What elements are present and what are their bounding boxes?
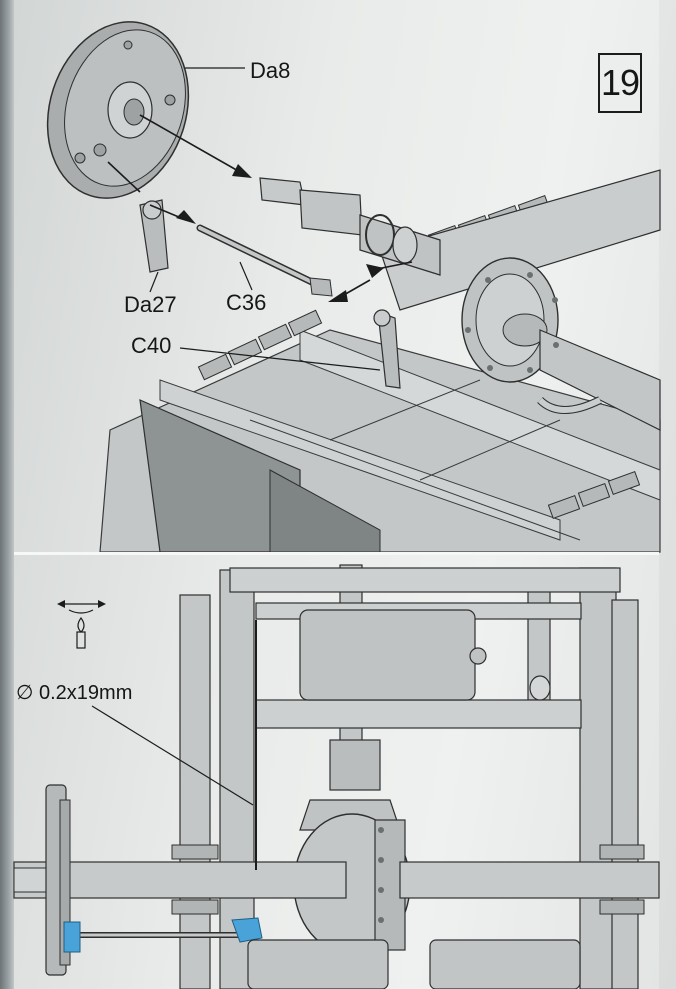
flame-stretch-icon [57, 600, 106, 649]
part-label-da8: Da8 [250, 58, 291, 83]
brake-drum-da8 [46, 21, 190, 199]
lever-part-da27 [139, 199, 169, 273]
rod-part-c36 [196, 224, 333, 297]
book-spine [0, 0, 14, 989]
highlighted-rod [63, 917, 263, 953]
panel-divider [14, 552, 659, 555]
part-label-c36: C36 [226, 290, 267, 315]
lever-part-c40 [373, 309, 401, 389]
arrow-heads [176, 164, 384, 302]
axle-housing-top [379, 169, 661, 431]
step-number: 19 [600, 62, 640, 103]
wire-size-label: ∅ 0.2x19mm [16, 682, 133, 704]
part-label-da27: Da27 [124, 292, 177, 317]
part-label-c40: C40 [131, 333, 172, 358]
wheel-hub [45, 784, 71, 976]
step-number-box: 19 [598, 53, 642, 113]
differential-housing [293, 739, 411, 955]
axle-tube [13, 861, 660, 899]
wire-leader [91, 705, 254, 806]
label-leaders [149, 67, 381, 371]
drive-shaft-part [259, 177, 441, 276]
bottom-illustration [13, 564, 660, 989]
